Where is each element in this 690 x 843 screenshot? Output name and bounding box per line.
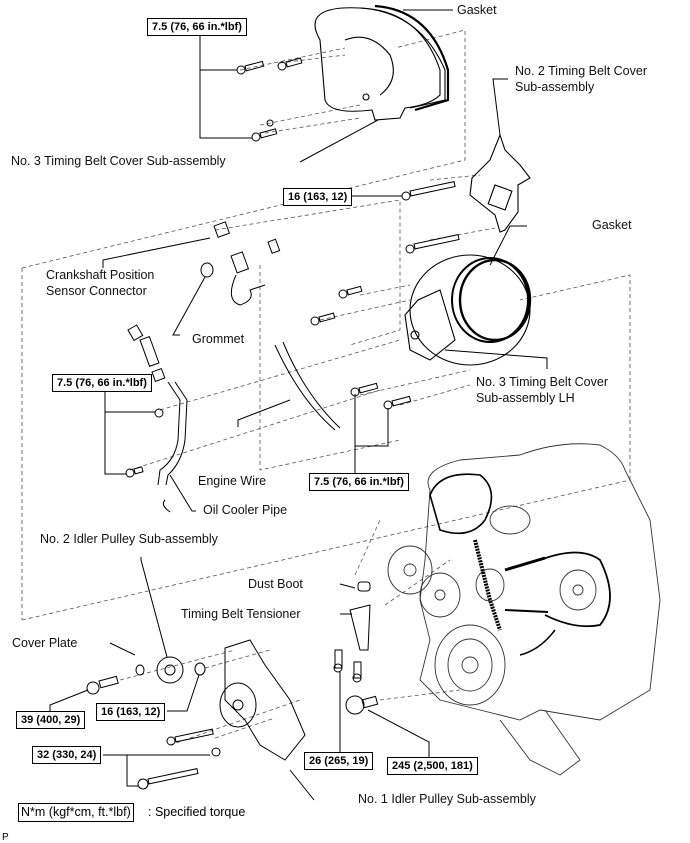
torque-oil-pipe-bolts: 7.5 (76, 66 in.*lbf) (52, 374, 152, 392)
label-no1-idler-pulley: No. 1 Idler Pulley Sub-assembly (358, 792, 536, 806)
torque-tensioner-bolts: 26 (265, 19) (304, 752, 374, 770)
bolts-mid (310, 285, 412, 410)
label-grommet: Grommet (192, 332, 245, 346)
no2-timing-belt-cover (469, 133, 531, 233)
leader-lines (49, 9, 548, 801)
no3-timing-belt-cover-lh (404, 254, 531, 366)
torque-bracket-bolts: 32 (330, 24) (32, 746, 102, 764)
torque-lh-cover-bolts: 7.5 (76, 66 in.*lbf) (309, 473, 409, 491)
tensioner-parts (333, 581, 379, 715)
crank-sensor-parts (200, 221, 281, 306)
torque-crank-pulley-bolt: 245 (2,500, 181) (387, 757, 478, 775)
label-oil-cooler-pipe: Oil Cooler Pipe (203, 503, 288, 517)
label-dust-boot: Dust Boot (248, 577, 303, 591)
label-crank-sensor-line2: Sensor Connector (46, 284, 147, 298)
torque-idler-bolt: 39 (400, 29) (16, 711, 86, 729)
bolts-top (236, 57, 303, 142)
label-no2-timing-belt-cover-line2: Sub-assembly (515, 80, 595, 94)
engine-wire (274, 341, 341, 431)
legend-unit-box: N*m (kgf*cm, ft.*lbf) (18, 803, 134, 822)
oil-cooler-pipe (125, 324, 188, 513)
label-cover-plate: Cover Plate (12, 636, 78, 650)
alignment-guides (21, 29, 631, 746)
label-no2-idler-pulley: No. 2 Idler Pulley Sub-assembly (40, 532, 218, 546)
legend-description: : Specified torque (148, 805, 246, 819)
label-gasket-top: Gasket (457, 3, 497, 17)
label-no2-timing-belt-cover-line1: No. 2 Timing Belt Cover (515, 64, 647, 78)
label-engine-wire: Engine Wire (198, 474, 267, 488)
label-no3-cover-lh-line2: Sub-assembly LH (476, 391, 575, 405)
engine-block (387, 443, 661, 776)
gasket-top (374, 4, 450, 112)
torque-no2-cover-bolt: 16 (163, 12) (283, 188, 353, 206)
idler-pulley-parts (86, 639, 306, 790)
label-crank-sensor-line1: Crankshaft Position (46, 268, 155, 282)
gasket-mid (458, 258, 532, 342)
corner-mark: P (2, 832, 9, 843)
torque-idler-nut: 16 (163, 12) (96, 703, 166, 721)
label-no3-timing-belt-cover: No. 3 Timing Belt Cover Sub-assembly (11, 154, 226, 168)
label-timing-belt-tensioner: Timing Belt Tensioner (181, 607, 301, 621)
label-no3-cover-lh-line1: No. 3 Timing Belt Cover (476, 375, 608, 389)
no3-timing-belt-cover (314, 7, 446, 121)
long-bolts (401, 181, 460, 254)
torque-top-cover-bolts: 7.5 (76, 66 in.*lbf) (147, 18, 247, 36)
label-gasket-mid: Gasket (592, 218, 632, 232)
